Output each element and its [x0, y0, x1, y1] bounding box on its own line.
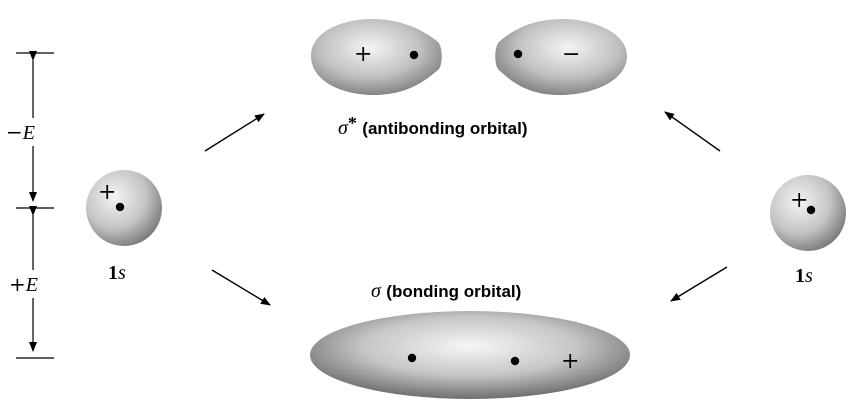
right-atom-charge: +: [790, 190, 808, 212]
antibonding-right-nucleus-dot: [514, 50, 522, 58]
left-atom-label: 1s: [108, 262, 126, 283]
left-atom-label-sym: s: [118, 262, 126, 284]
arrow-left-to-antibonding: [205, 114, 264, 151]
energy-label-plus-sign: +: [9, 272, 26, 296]
combination-arrows: [205, 112, 727, 305]
atom-right: [770, 175, 846, 251]
energy-label-minus: −E: [6, 122, 35, 143]
arrow-right-to-antibonding: [665, 112, 720, 151]
energy-label-plus: +E: [9, 274, 38, 295]
bonding-caption-text: (bonding orbital): [386, 282, 521, 301]
bonding-ellipse: [310, 311, 630, 399]
antibonding-left-nucleus-dot: [410, 51, 418, 59]
left-atom-label-num: 1: [108, 262, 118, 284]
right-atom-label: 1s: [795, 265, 813, 286]
energy-axis: [16, 53, 54, 358]
bonding-sign: +: [561, 351, 579, 373]
antibonding-caption-text: (antibonding orbital): [362, 119, 527, 138]
antibonding-caption-star: *: [348, 113, 357, 133]
bonding-caption: σ (bonding orbital): [371, 281, 521, 301]
antibonding-left-lobe: [311, 19, 442, 95]
antibonding-left-sign: +: [354, 44, 372, 66]
right-1s-sphere: [770, 175, 846, 251]
arrow-right-to-bonding: [671, 267, 727, 301]
antibonding-caption: σ* (antibonding orbital): [338, 118, 528, 138]
bonding-caption-symbol: σ: [371, 280, 381, 302]
energy-label-minus-sign: −: [6, 120, 23, 144]
left-nucleus-dot: [116, 203, 124, 211]
antibonding-caption-symbol: σ: [338, 117, 348, 139]
bonding-nucleus-dot-left: [408, 354, 416, 362]
right-atom-label-num: 1: [795, 265, 805, 287]
bonding-nucleus-dot-right: [511, 357, 519, 365]
energy-label-plus-var: E: [26, 274, 38, 296]
right-atom-label-sym: s: [805, 265, 813, 287]
bonding-orbital: [310, 311, 630, 399]
left-atom-charge: +: [98, 182, 116, 204]
energy-label-minus-var: E: [23, 122, 35, 144]
arrow-left-to-bonding: [212, 270, 270, 305]
antibonding-right-sign: −: [562, 44, 580, 66]
